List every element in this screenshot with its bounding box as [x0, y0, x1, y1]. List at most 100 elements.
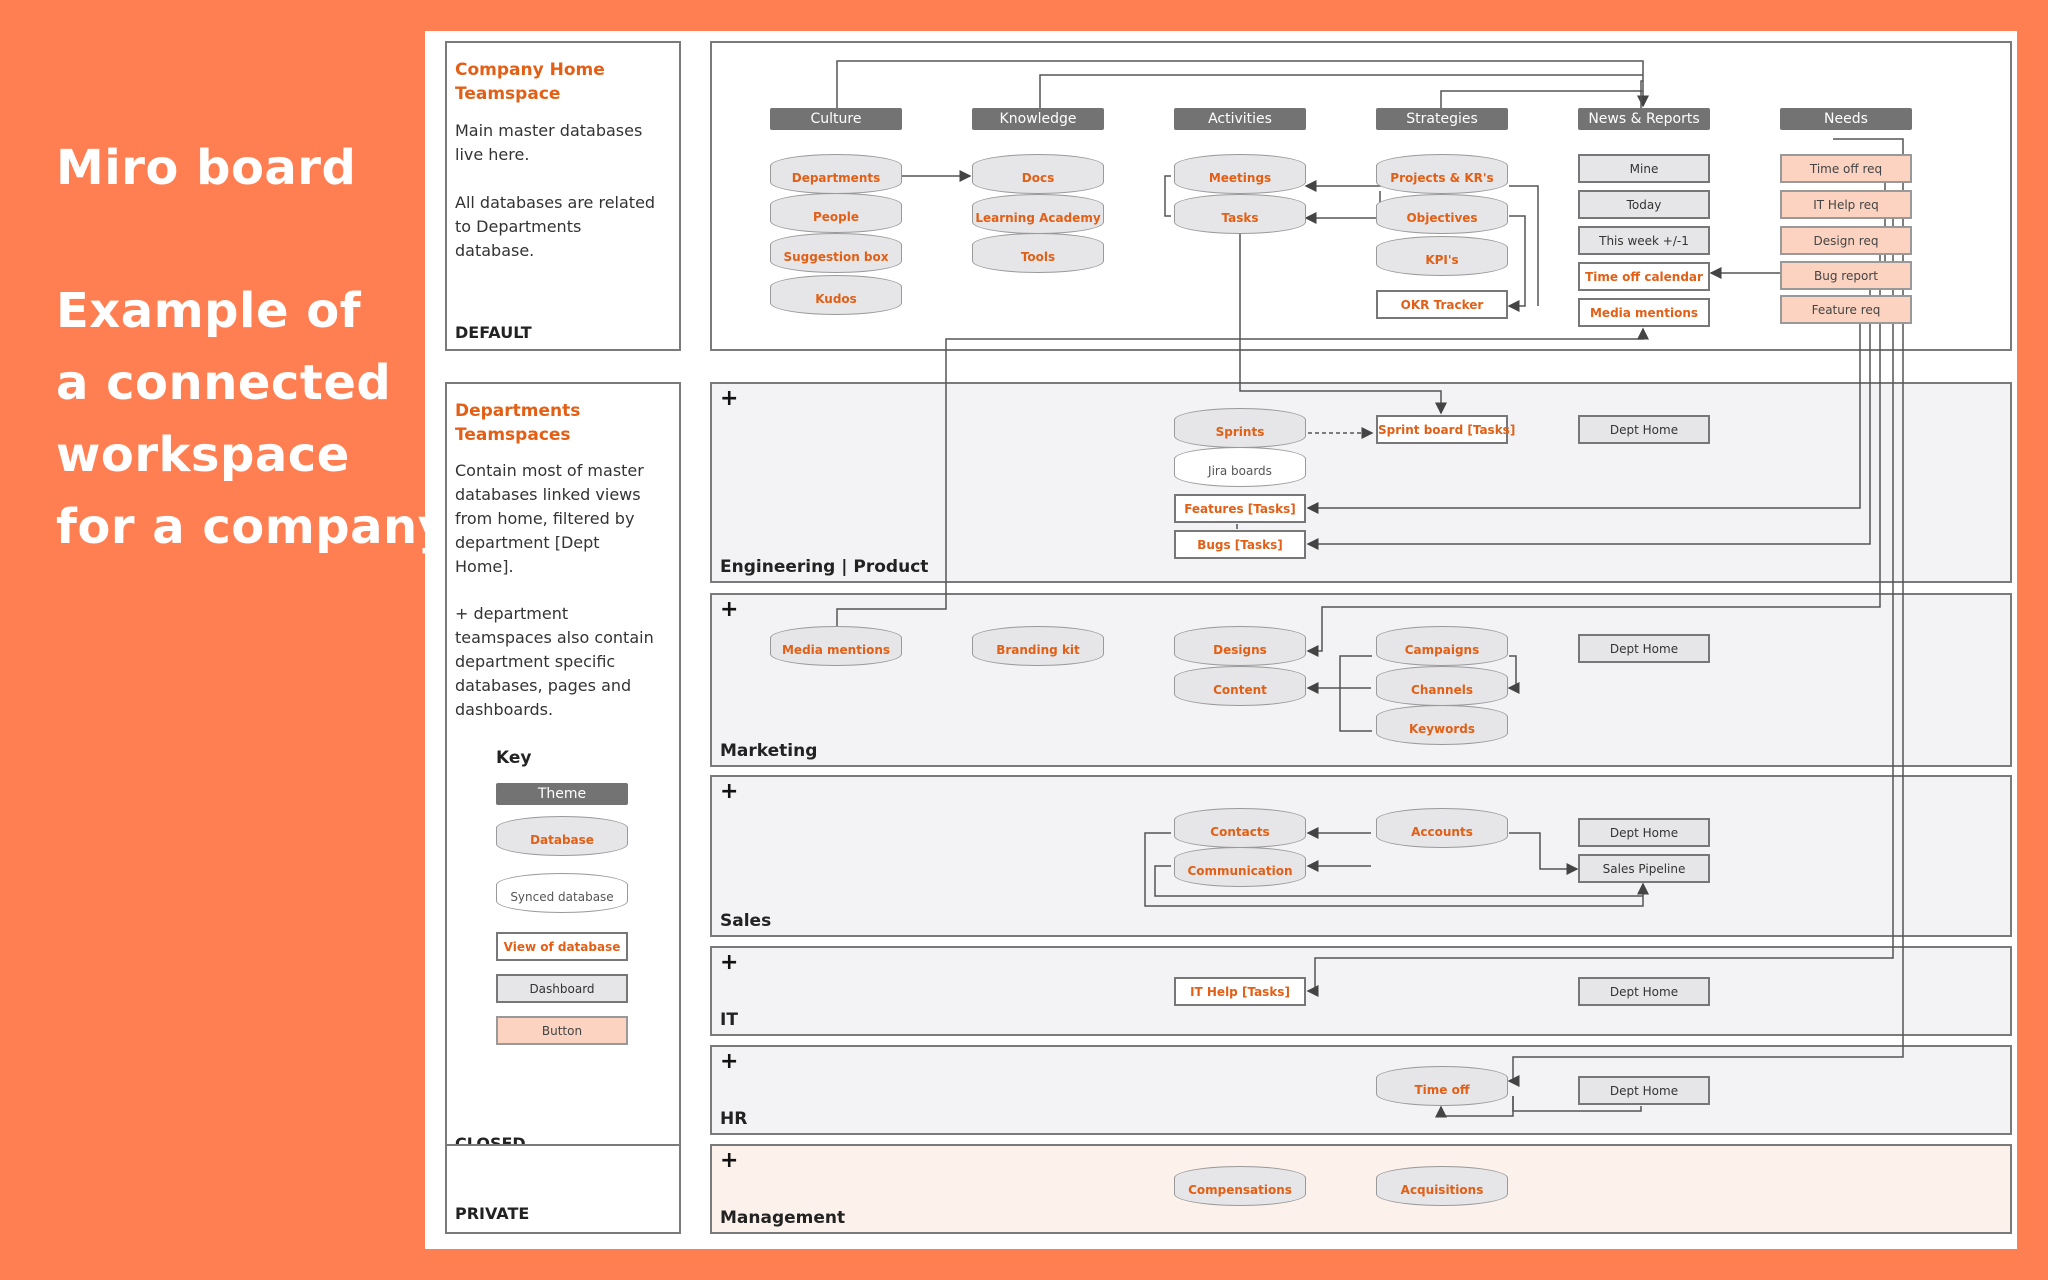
- dashboard-sales-pipeline[interactable]: Sales Pipeline: [1578, 854, 1710, 883]
- dashboard-dept-home-sales[interactable]: Dept Home: [1578, 818, 1710, 847]
- db-people[interactable]: People: [770, 193, 902, 233]
- panel-label: DEFAULT: [455, 323, 532, 342]
- title-line-6: for a company: [56, 499, 450, 555]
- add-icon[interactable]: +: [720, 597, 739, 622]
- view-okr-tracker[interactable]: OKR Tracker: [1376, 290, 1508, 319]
- zone-label: Marketing: [720, 741, 818, 761]
- db-learning-academy[interactable]: Learning Academy: [972, 194, 1104, 234]
- db-compensations[interactable]: Compensations: [1174, 1166, 1306, 1206]
- db-tasks[interactable]: Tasks: [1174, 194, 1306, 234]
- view-bugs-tasks[interactable]: Bugs [Tasks]: [1174, 530, 1306, 559]
- zone-label: Management: [720, 1208, 846, 1228]
- dashboard-this-week[interactable]: This week +/-1: [1578, 226, 1710, 255]
- panel-title: Teamspaces: [455, 425, 571, 445]
- button-it-help-req[interactable]: IT Help req: [1780, 190, 1912, 219]
- button-feature-req[interactable]: Feature req: [1780, 295, 1912, 324]
- key-button: Button: [496, 1016, 628, 1045]
- panel-text: live here.: [455, 145, 530, 164]
- company-home-panel: Company Home Teamspace Main master datab…: [445, 41, 681, 351]
- title-line-5: workspace: [56, 427, 350, 483]
- db-tools[interactable]: Tools: [972, 233, 1104, 273]
- panel-title: Teamspace: [455, 84, 561, 104]
- panel-text: + department: [455, 604, 569, 623]
- dashboard-dept-home-eng[interactable]: Dept Home: [1578, 415, 1710, 444]
- db-departments[interactable]: Departments: [770, 154, 902, 194]
- dashboard-dept-home-hr[interactable]: Dept Home: [1578, 1076, 1710, 1105]
- panel-title: Departments: [455, 401, 581, 421]
- private-panel: PRIVATE: [445, 1144, 681, 1234]
- db-meetings[interactable]: Meetings: [1174, 154, 1306, 194]
- dashboard-today[interactable]: Today: [1578, 190, 1710, 219]
- theme-strategies: Strategies: [1376, 108, 1508, 130]
- db-kudos[interactable]: Kudos: [770, 275, 902, 315]
- key-dashboard: Dashboard: [496, 974, 628, 1003]
- theme-needs: Needs: [1780, 108, 1912, 130]
- panel-text: Home].: [455, 557, 514, 576]
- it-zone: + IT: [710, 946, 2012, 1036]
- db-designs[interactable]: Designs: [1174, 626, 1306, 666]
- panel-title: Company Home: [455, 60, 605, 80]
- sales-zone: + Sales: [710, 775, 2012, 937]
- db-contacts[interactable]: Contacts: [1174, 808, 1306, 848]
- db-objectives[interactable]: Objectives: [1376, 194, 1508, 234]
- db-media-mentions[interactable]: Media mentions: [770, 626, 902, 666]
- view-media-mentions[interactable]: Media mentions: [1578, 298, 1710, 327]
- add-icon[interactable]: +: [720, 1049, 739, 1074]
- db-time-off[interactable]: Time off: [1376, 1066, 1508, 1106]
- view-features-tasks[interactable]: Features [Tasks]: [1174, 494, 1306, 523]
- db-acquisitions[interactable]: Acquisitions: [1376, 1166, 1508, 1206]
- panel-text: teamspaces also contain: [455, 628, 654, 647]
- key-view-of-database: View of database: [496, 932, 628, 961]
- panel-text: database.: [455, 241, 535, 260]
- db-keywords[interactable]: Keywords: [1376, 705, 1508, 745]
- db-branding-kit[interactable]: Branding kit: [972, 626, 1104, 666]
- panel-text: All databases are related: [455, 193, 656, 212]
- add-icon[interactable]: +: [720, 386, 739, 411]
- synced-jira-boards[interactable]: Jira boards: [1174, 447, 1306, 487]
- title-line-3: Example of: [56, 283, 362, 339]
- db-accounts[interactable]: Accounts: [1376, 808, 1508, 848]
- dashboard-mine[interactable]: Mine: [1578, 154, 1710, 183]
- db-campaigns[interactable]: Campaigns: [1376, 626, 1508, 666]
- db-communication[interactable]: Communication: [1174, 847, 1306, 887]
- miro-board: Company Home Teamspace Main master datab…: [425, 31, 2017, 1249]
- view-time-off-calendar[interactable]: Time off calendar: [1578, 262, 1710, 291]
- key-synced-database: Synced database: [496, 873, 628, 913]
- zone-label: HR: [720, 1109, 748, 1129]
- departments-panel: Departments Teamspaces Contain most of m…: [445, 382, 681, 1164]
- key-theme: Theme: [496, 783, 628, 805]
- db-suggestion-box[interactable]: Suggestion box: [770, 233, 902, 273]
- panel-text: department [Dept: [455, 533, 600, 552]
- add-icon[interactable]: +: [720, 950, 739, 975]
- add-icon[interactable]: +: [720, 779, 739, 804]
- db-docs[interactable]: Docs: [972, 154, 1104, 194]
- zone-label: IT: [720, 1010, 738, 1030]
- engineering-zone: + Engineering | Product: [710, 382, 2012, 583]
- button-time-off-req[interactable]: Time off req: [1780, 154, 1912, 183]
- dashboard-dept-home-it[interactable]: Dept Home: [1578, 977, 1710, 1006]
- panel-text: Main master databases: [455, 121, 643, 140]
- panel-text: from home, filtered by: [455, 509, 635, 528]
- theme-news-reports: News & Reports: [1578, 108, 1710, 130]
- db-kpis[interactable]: KPI's: [1376, 236, 1508, 276]
- dashboard-dept-home-marketing[interactable]: Dept Home: [1578, 634, 1710, 663]
- view-it-help-tasks[interactable]: IT Help [Tasks]: [1174, 977, 1306, 1006]
- hr-zone: + HR: [710, 1045, 2012, 1135]
- management-zone: + Management: [710, 1144, 2012, 1234]
- db-projects-krs[interactable]: Projects & KR's: [1376, 154, 1508, 194]
- button-bug-report[interactable]: Bug report: [1780, 261, 1912, 290]
- panel-text: databases, pages and: [455, 676, 632, 695]
- button-design-req[interactable]: Design req: [1780, 226, 1912, 255]
- db-content[interactable]: Content: [1174, 666, 1306, 706]
- panel-text: to Departments: [455, 217, 582, 236]
- theme-culture: Culture: [770, 108, 902, 130]
- add-icon[interactable]: +: [720, 1148, 739, 1173]
- panel-text: department specific: [455, 652, 616, 671]
- theme-knowledge: Knowledge: [972, 108, 1104, 130]
- db-channels[interactable]: Channels: [1376, 666, 1508, 706]
- db-sprints[interactable]: Sprints: [1174, 408, 1306, 448]
- view-sprint-board[interactable]: Sprint board [Tasks]: [1376, 415, 1515, 444]
- zone-label: Engineering | Product: [720, 557, 929, 577]
- key-database: Database: [496, 816, 628, 856]
- key-title: Key: [496, 748, 532, 768]
